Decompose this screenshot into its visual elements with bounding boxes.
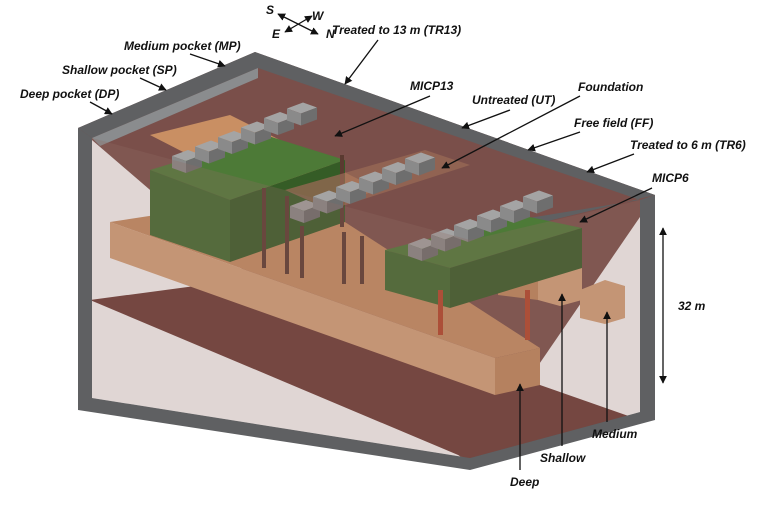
label-deep-pocket: Deep pocket (DP) (20, 87, 119, 101)
label-treated-13: Treated to 13 m (TR13) (332, 23, 461, 37)
footings (172, 102, 553, 261)
compass-w: W (312, 9, 325, 23)
footing-block (477, 209, 507, 233)
label-medium: Medium (592, 427, 638, 441)
pile (300, 226, 304, 278)
pile (285, 196, 289, 274)
pile (525, 290, 530, 340)
label-treated-6: Treated to 6 m (TR6) (630, 138, 746, 152)
footing-block (313, 190, 343, 214)
footing-block (405, 152, 435, 176)
compass-e: E (272, 27, 281, 41)
container-front-glass (92, 138, 640, 458)
label-deep: Deep (510, 475, 539, 489)
pile (342, 232, 346, 284)
label-foundation: Foundation (578, 80, 643, 94)
container-floor (90, 280, 640, 460)
label-micp6: MICP6 (652, 171, 689, 185)
pile (360, 236, 364, 284)
footing-block (195, 140, 225, 164)
footing-block (359, 171, 389, 195)
compass-s: S (266, 3, 274, 17)
annotations: Medium pocket (MP) Shallow pocket (SP) D… (20, 23, 746, 489)
footing-block (336, 181, 366, 204)
label-height: 32 m (678, 299, 706, 313)
label-micp13: MICP13 (410, 79, 454, 93)
label-medium-pocket: Medium pocket (MP) (124, 39, 241, 53)
label-untreated: Untreated (UT) (472, 93, 555, 107)
label-shallow: Shallow (540, 451, 586, 465)
footing-block (241, 121, 271, 145)
compass-n: N (326, 27, 335, 41)
pile (438, 290, 443, 335)
footing-block (287, 102, 317, 126)
compass-rose: S W E N (266, 3, 335, 41)
footing-block (523, 190, 553, 214)
rim-highlight (92, 68, 258, 146)
pile (262, 188, 266, 268)
medium-pocket-block (580, 280, 625, 324)
label-shallow-pocket: Shallow pocket (SP) (62, 63, 177, 77)
label-free-field: Free field (FF) (574, 116, 653, 130)
